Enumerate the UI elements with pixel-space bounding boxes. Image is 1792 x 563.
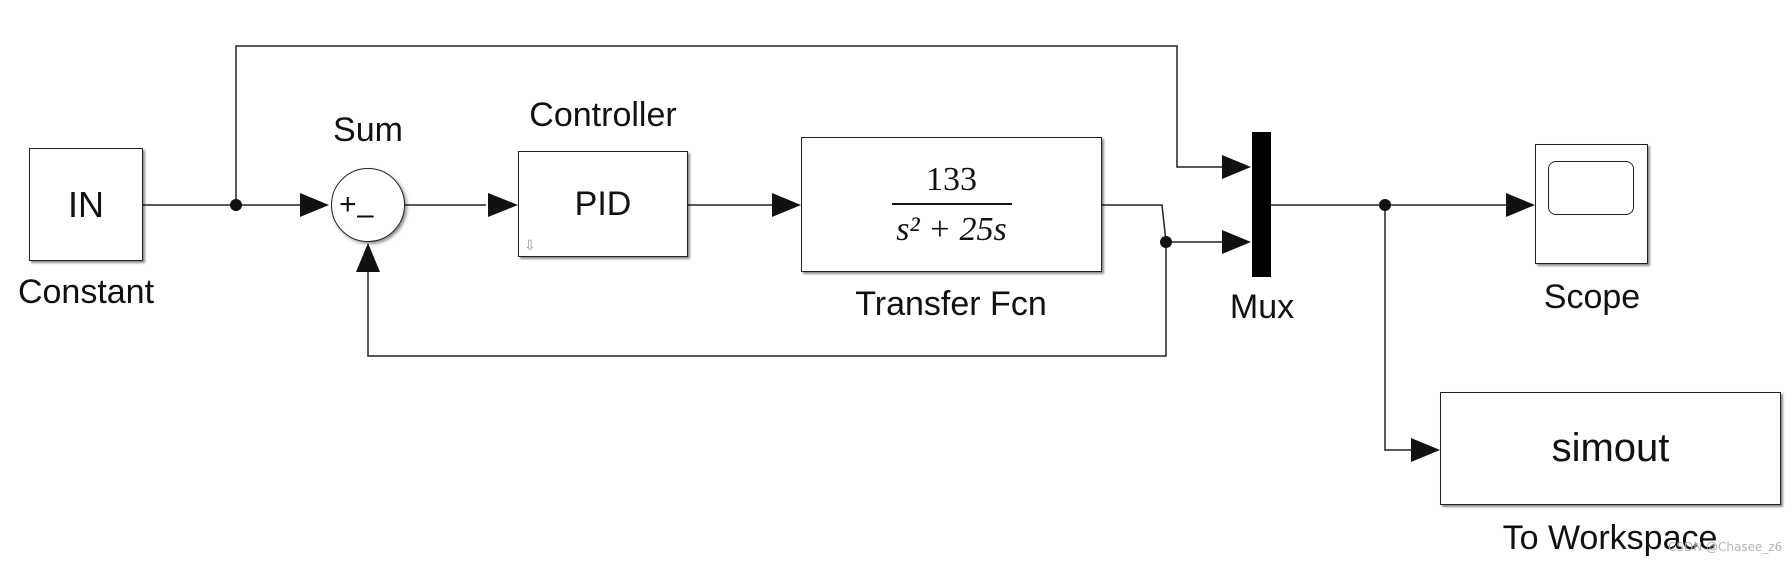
arrowhead-mux-2 [1222,230,1251,254]
watermark: CSDN @Chasee_z6 [1668,540,1783,554]
pid-text: PID [574,184,632,223]
sum-plus-sign: + [339,188,357,221]
constant-block[interactable]: IN [29,148,143,261]
scope-screen-icon [1548,161,1634,215]
transfer-fcn-block[interactable]: 133 s² + 25s [801,137,1102,272]
transfer-fcn-label: Transfer Fcn [855,285,1047,323]
sum-block[interactable]: + – [331,168,405,242]
to-workspace-variable: simout [1551,426,1670,470]
junction-dot-feedback [1160,236,1172,248]
arrowhead-tf [772,193,801,217]
wire-feedforward-to-mux [235,45,1222,205]
junction-dot-input [230,199,242,211]
transfer-fcn-numerator: 133 [926,160,977,198]
controller-label: Controller [529,96,677,134]
to-workspace-label: To Workspace [1502,519,1718,557]
scope-label: Scope [1543,278,1641,316]
library-link-arrow-icon: ⇩ [524,237,536,253]
arrowhead-sum-minus [356,243,380,272]
wire-to-workspace [1384,205,1414,451]
sum-label: Sum [333,111,403,149]
transfer-fcn-denominator: s² + 25s [896,210,1007,248]
wire-tf-to-mux [1102,204,1222,243]
junction-dot-output [1379,199,1391,211]
mux-block[interactable] [1252,132,1271,277]
mux-label: Mux [1229,288,1295,326]
arrowhead-pid [488,193,518,217]
constant-label: Constant [17,273,155,311]
arrowhead-to-workspace [1411,438,1440,462]
arrowhead-mux-1 [1222,155,1251,179]
constant-value: IN [68,183,104,225]
scope-block[interactable] [1535,144,1648,264]
arrowhead-scope [1506,193,1535,217]
wire-feedback [367,242,1167,357]
pid-controller-block[interactable]: PID ⇩ [518,151,688,257]
to-workspace-block[interactable]: simout [1440,392,1781,505]
fraction-bar [891,202,1012,205]
arrowhead-sum-plus [300,193,329,217]
sum-minus-sign: – [357,198,374,231]
transfer-fcn-fraction: 133 s² + 25s [891,160,1012,249]
